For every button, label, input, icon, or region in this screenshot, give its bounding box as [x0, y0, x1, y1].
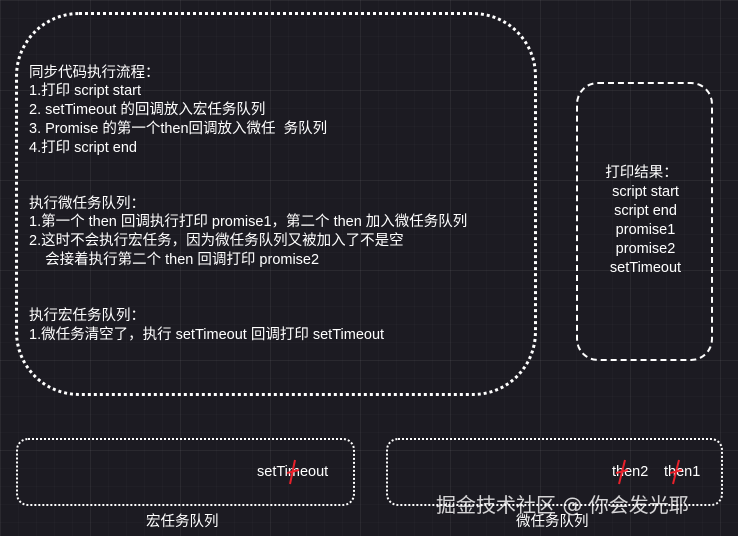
- print-result-box: [576, 82, 713, 361]
- result-line: promise1: [615, 222, 676, 238]
- result-line: script start: [612, 184, 679, 200]
- sync-line: 3. Promise 的第一个then回调放入微任 务队列: [29, 121, 328, 137]
- micro-line: 1.第一个 then 回调执行打印 promise1，第二个 then 加入微任…: [29, 214, 468, 230]
- result-line: setTimeout: [609, 260, 682, 276]
- macro-queue-label: 宏任务队列: [146, 514, 219, 530]
- macro-line: 1.微任务清空了，执行 setTimeout 回调打印 setTimeout: [29, 327, 385, 343]
- strike-mark: [670, 459, 682, 485]
- strike-mark: [616, 459, 628, 485]
- result-line: script end: [614, 203, 677, 219]
- sync-line: 4.打印 script end: [29, 140, 137, 156]
- result-title: 打印结果：: [605, 165, 678, 181]
- result-line: promise2: [615, 241, 676, 257]
- micro-task-queue-box: [386, 438, 723, 506]
- sync-line: 1.打印 script start: [29, 83, 141, 99]
- micro-line: 会接着执行第二个 then 回调打印 promise2: [29, 252, 320, 268]
- strike-mark: [287, 459, 299, 485]
- micro-line: 2.这时不会执行宏任务，因为微任务队列又被加入了不是空: [29, 233, 404, 249]
- micro-queue-item: then1: [664, 464, 701, 480]
- micro-title: 执行微任务队列：: [29, 196, 145, 212]
- sync-title: 同步代码执行流程：: [29, 65, 160, 81]
- sync-line: 2. setTimeout 的回调放入宏任务队列: [29, 102, 266, 118]
- execution-flow-box: [15, 12, 537, 396]
- macro-title: 执行宏任务队列：: [29, 308, 145, 324]
- macro-task-queue-box: [16, 438, 355, 506]
- micro-queue-label: 微任务队列: [516, 514, 589, 530]
- watermark: 掘金技术社区 @ 你会发光耶: [436, 493, 689, 517]
